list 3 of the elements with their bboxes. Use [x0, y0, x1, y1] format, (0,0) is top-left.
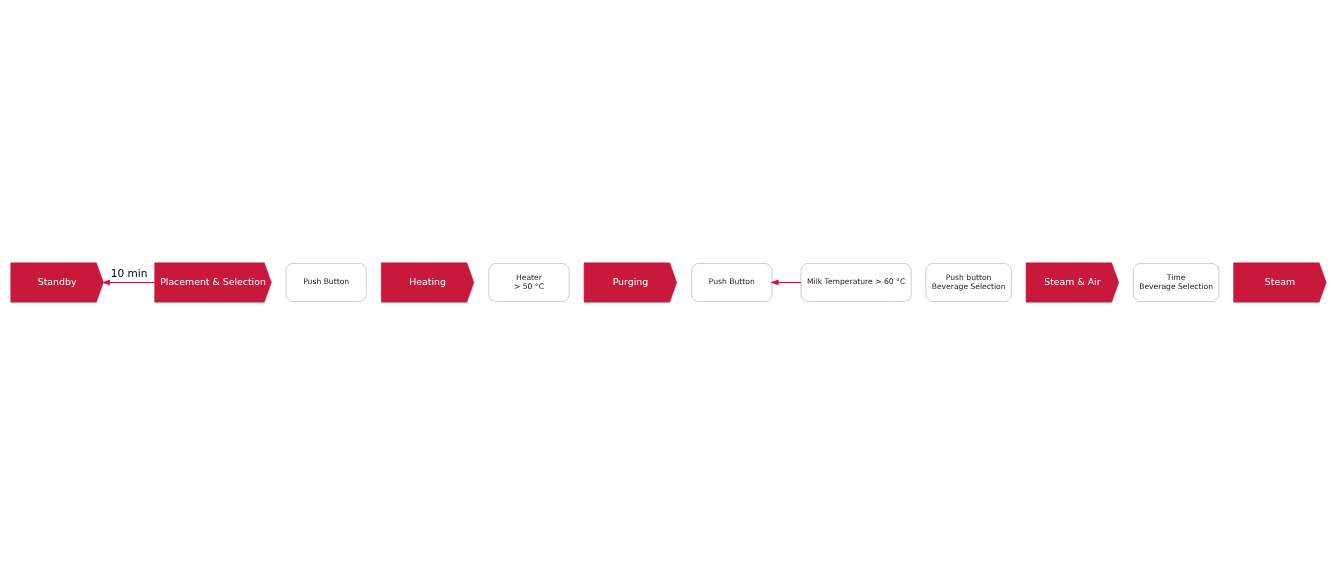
- edge-label: 10 min: [110, 267, 148, 280]
- arrow: [101, 279, 156, 286]
- arrow: [770, 279, 802, 286]
